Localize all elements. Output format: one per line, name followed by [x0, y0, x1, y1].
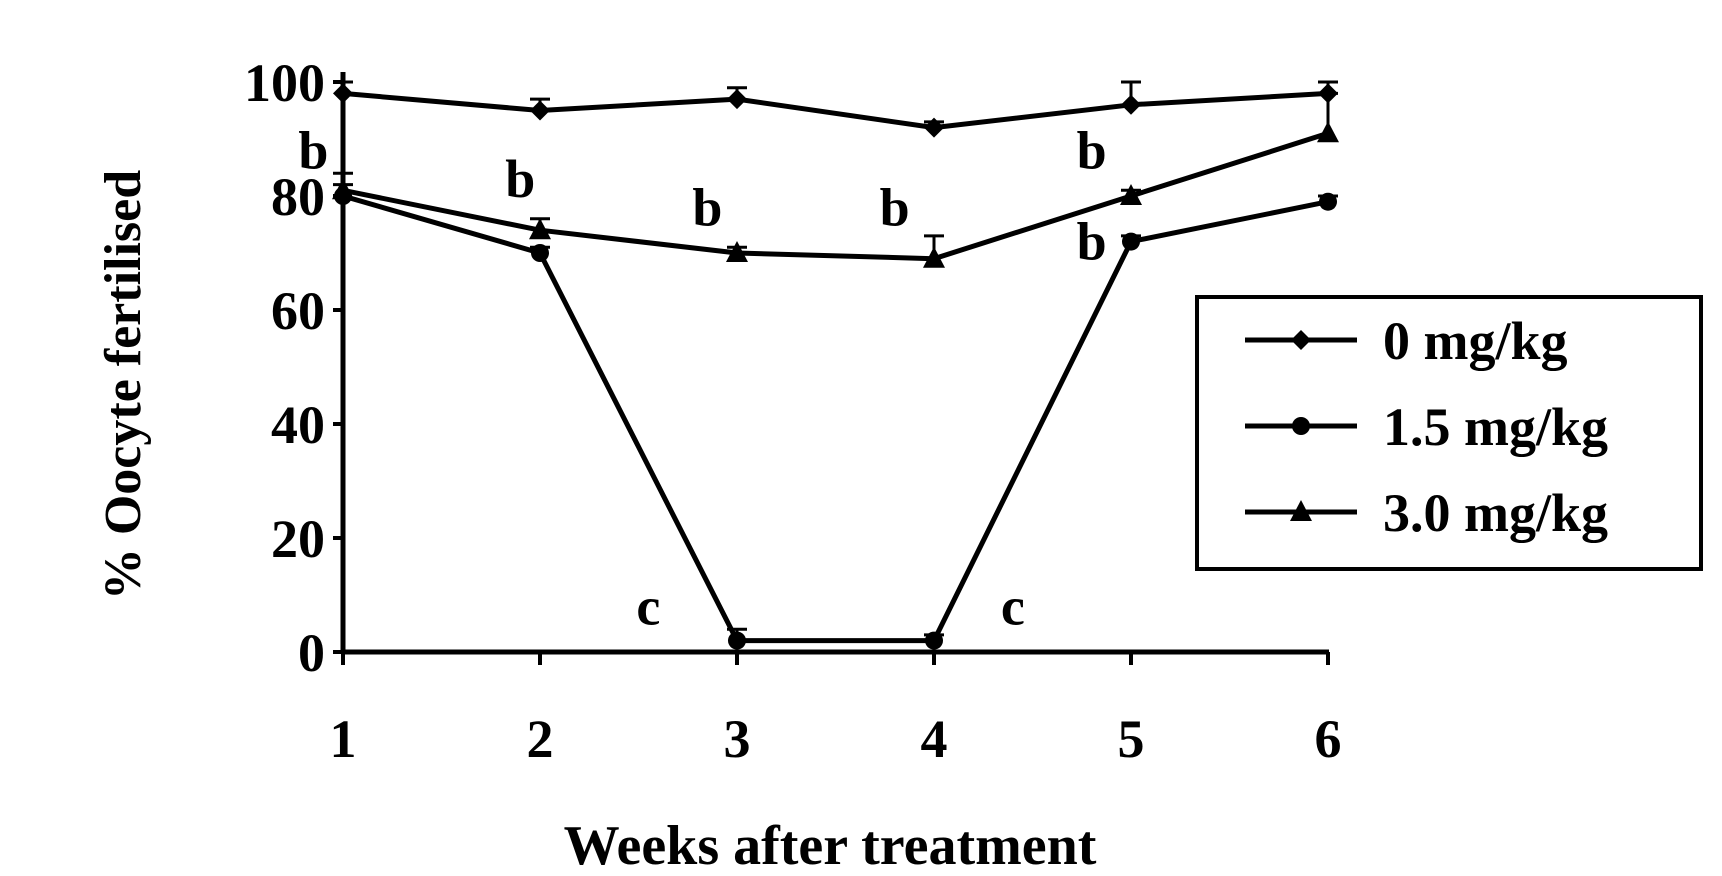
series-2 [333, 171, 1338, 650]
data-point [529, 218, 551, 240]
significance-label: b [298, 120, 328, 180]
series-line [342, 130, 1329, 262]
significance-label: b [505, 149, 535, 209]
data-point [925, 631, 943, 650]
data-point [333, 83, 353, 104]
data-point [726, 241, 748, 262]
x-tick-label: 3 [724, 709, 751, 769]
y-axis-label: % Oocyte fertilised [95, 170, 152, 600]
data-point [728, 631, 746, 650]
x-ticks: 1 2 3 4 5 6 [330, 652, 1342, 769]
data-point [923, 246, 945, 268]
legend-label: 0 mg/kg [1383, 311, 1568, 371]
series-group [332, 80, 1339, 650]
legend-items: 0 mg/kg 1.5 mg/kg 3.0 mg/kg [1245, 311, 1608, 543]
significance-label: c [1001, 576, 1025, 636]
y-tick-label: 0 [298, 623, 325, 683]
legend: 0 mg/kg 1.5 mg/kg 3.0 mg/kg [1195, 295, 1703, 571]
series-line [342, 90, 1329, 131]
data-point [1317, 121, 1339, 143]
legend-item: 0 mg/kg [1245, 311, 1568, 371]
legend-marker [1290, 500, 1312, 521]
legend-item: 3.0 mg/kg [1245, 483, 1608, 543]
data-point [924, 117, 944, 138]
data-point [332, 178, 354, 200]
y-tick-label: 20 [271, 509, 325, 569]
data-point [1319, 192, 1337, 211]
legend-label: 3.0 mg/kg [1383, 483, 1608, 543]
legend-marker [1292, 417, 1310, 435]
significance-label: b [880, 177, 910, 237]
data-point [1122, 232, 1140, 251]
data-point [530, 100, 550, 121]
data-point [1120, 184, 1142, 205]
data-point [1121, 94, 1141, 115]
x-tick-label: 2 [527, 709, 554, 769]
data-point [727, 89, 747, 110]
x-tick-label: 5 [1118, 709, 1145, 769]
y-tick-label: 100 [244, 53, 325, 113]
series-line [342, 193, 1329, 644]
data-point [531, 244, 549, 262]
y-tick-label: 40 [271, 395, 325, 455]
significance-label: b [1077, 120, 1107, 180]
significance-label: b [1077, 212, 1107, 272]
y-tick-label: 60 [271, 281, 325, 341]
significance-label: c [636, 576, 660, 636]
y-tick-label: 80 [271, 167, 325, 227]
legend-label: 1.5 mg/kg [1383, 397, 1608, 457]
x-tick-label: 4 [921, 709, 948, 769]
legend-item: 1.5 mg/kg [1245, 397, 1608, 457]
legend-marker [1291, 330, 1311, 350]
x-tick-label: 6 [1315, 709, 1342, 769]
series-1 [333, 80, 1338, 138]
significance-label: b [692, 177, 722, 237]
series-3 [332, 91, 1339, 268]
x-axis-label: Weeks after treatment [564, 815, 1097, 876]
x-tick-label: 1 [330, 709, 357, 769]
